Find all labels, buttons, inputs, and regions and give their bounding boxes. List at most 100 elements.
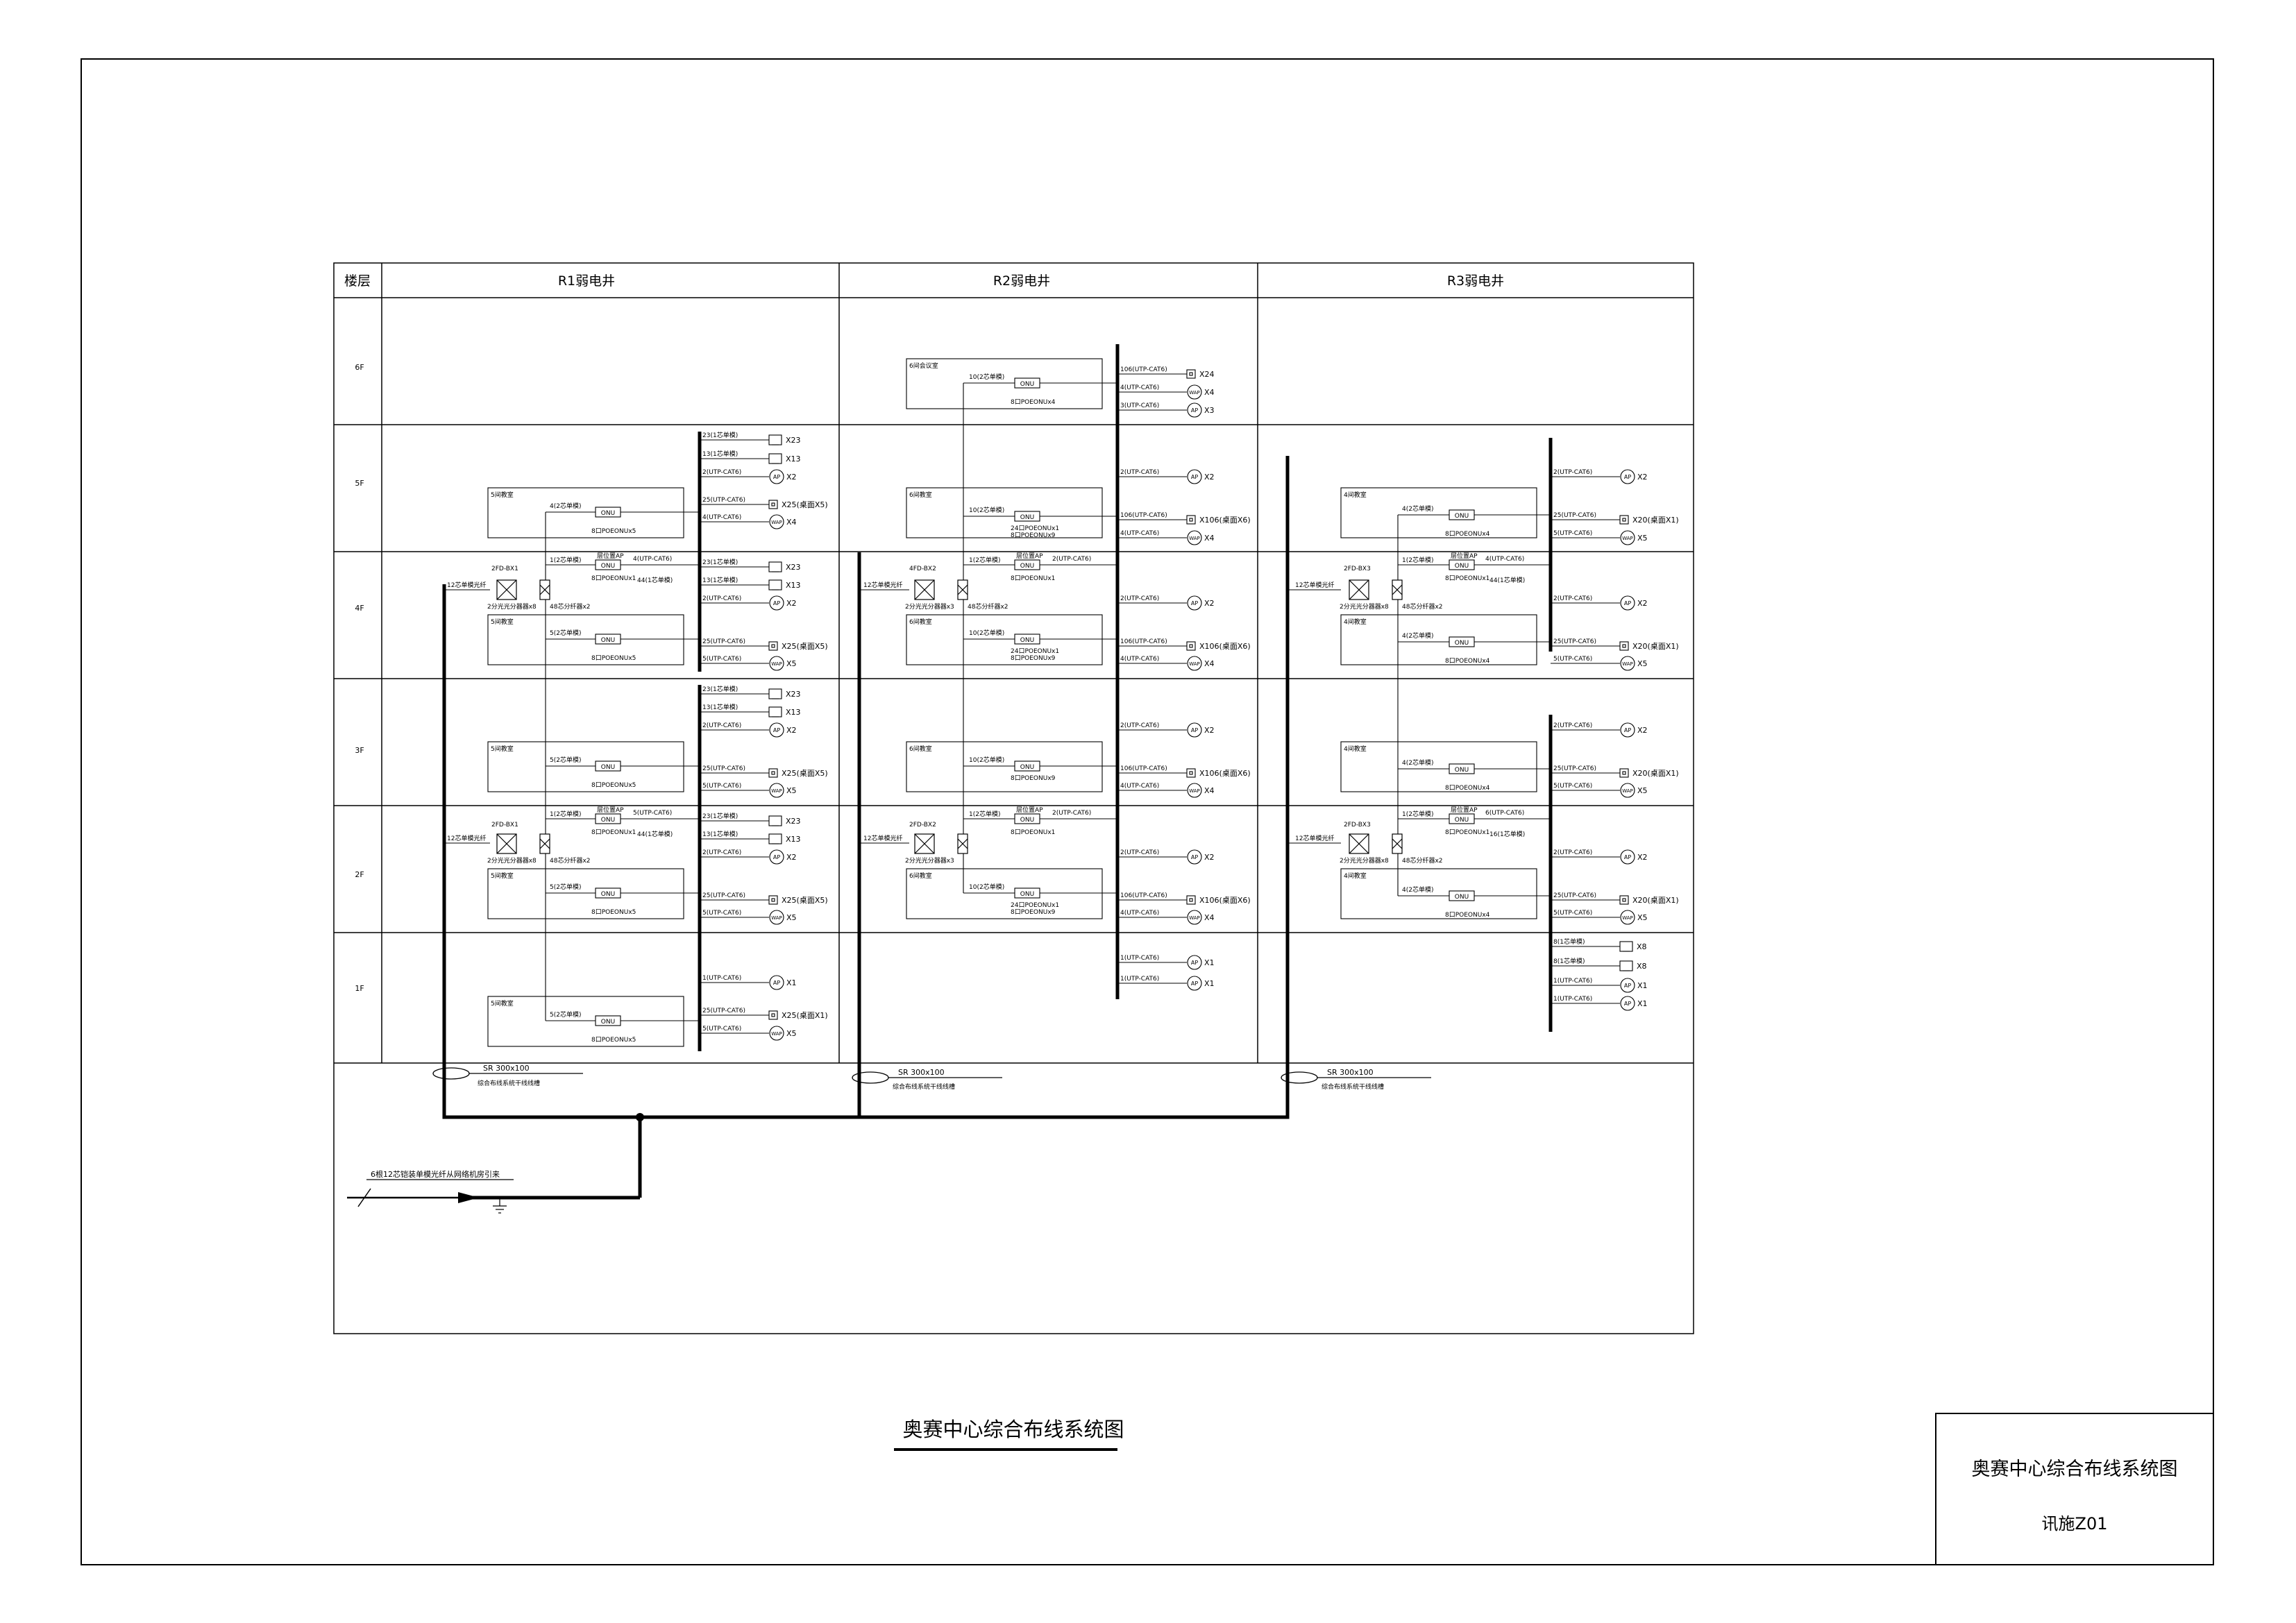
endpoint-qty: X2 (786, 726, 797, 735)
cable-count: 6(UTP-CAT6) (1485, 810, 1524, 817)
ground-icon (493, 1198, 507, 1214)
endpoint-qty: X13 (786, 581, 801, 590)
cable-count: 106(UTP-CAT6) (1120, 366, 1167, 373)
data-outlet-icon (768, 895, 778, 905)
endpoint-qty: X20(桌面X1) (1632, 769, 1679, 778)
onu-label: ONU (601, 510, 615, 517)
endpoint-qty: X2 (1637, 853, 1648, 862)
endpoint-qty: X25(桌面X5) (782, 642, 828, 651)
cable-count: 2(UTP-CAT6) (702, 849, 741, 856)
cable-count: 2(UTP-CAT6) (1553, 722, 1592, 729)
data-outlet-icon (768, 768, 778, 778)
cable-count: 25(UTP-CAT6) (702, 765, 745, 772)
distribution-frame-icon (539, 833, 550, 854)
room-boxes (487, 358, 1537, 1047)
incoming-fiber: 6根12芯铠装单模光纤从网络机房引来 (347, 1169, 514, 1214)
endpoint-qty: X13 (786, 835, 801, 844)
header-r1: R1弱电井 (558, 273, 615, 289)
cable-count: 23(1芯单模) (702, 558, 738, 566)
cable-count: 44(1芯单模) (1489, 576, 1525, 584)
ap-text: AP (1624, 1001, 1631, 1007)
ap-text: AP (1624, 727, 1631, 733)
data-outlet-icon (1619, 768, 1629, 778)
distribution-frame-icon (1392, 833, 1403, 854)
ap-icon (1187, 976, 1202, 991)
room-label: 6间会议室 (909, 362, 938, 370)
cable-count: 5(UTP-CAT6) (1553, 783, 1592, 790)
endpoint-qty: X5 (786, 913, 797, 922)
onu-label: ONU (601, 764, 615, 771)
data-outlet-icon (768, 500, 778, 509)
ap-icon (1187, 595, 1202, 611)
onu-label: ONU (1020, 817, 1034, 824)
ap-icon (769, 469, 784, 484)
ap-icon (769, 722, 784, 738)
onu-capacity: 8口POEONUx5 (591, 1037, 636, 1044)
fiber-count: 5(2芯单模) (550, 629, 581, 637)
onu-label: ONU (1455, 894, 1469, 901)
endpoint-qty: X106(桌面X6) (1199, 642, 1251, 651)
cable-count: 5(UTP-CAT6) (702, 783, 741, 790)
floor-5f: 5F (355, 479, 364, 488)
onu-capacity: 8口POEONUx4 (1011, 399, 1056, 406)
wap-icon (769, 910, 784, 925)
camera-icon (768, 453, 782, 464)
cable-count: 2(UTP-CAT6) (702, 722, 741, 729)
room-label: 4间教室 (1344, 872, 1367, 880)
endpoint-qty: X24 (1199, 370, 1215, 379)
cable-count: 1(UTP-CAT6) (1120, 955, 1159, 962)
cable-count: 2(UTP-CAT6) (702, 469, 741, 476)
tray-r1-name: 综合布线系统干线线槽 (478, 1079, 540, 1087)
wap-text: WAP (1189, 536, 1200, 541)
cable-count: 25(UTP-CAT6) (702, 892, 745, 899)
data-outlet-icon (1619, 641, 1629, 651)
cable-count: 25(UTP-CAT6) (702, 1008, 745, 1014)
onu-note: 层位置AP (597, 552, 624, 560)
endpoint-qty: X1 (1637, 981, 1648, 990)
cable-count: 1(UTP-CAT6) (1120, 976, 1159, 983)
wap-icon (1620, 656, 1635, 671)
fiber-count: 5(2芯单模) (550, 756, 581, 764)
ap-icon (1187, 402, 1202, 418)
cable-count: 23(1芯单模) (702, 812, 738, 820)
cable-count: 8(1芯单模) (1553, 937, 1585, 946)
data-outlet-icon (1619, 895, 1629, 905)
wap-text: WAP (771, 915, 782, 921)
onu-note: 层位置AP (1016, 552, 1043, 560)
header-r3: R3弱电井 (1447, 273, 1504, 289)
ap-text: AP (1624, 983, 1631, 989)
wap-icon (1620, 783, 1635, 798)
endpoint-qty: X4 (786, 518, 797, 527)
splitter-label: 2FD-BX3 (1344, 566, 1371, 572)
fiber-count: 1(2芯单模) (969, 810, 1000, 818)
fiber-count: 1(2芯单模) (1402, 556, 1433, 564)
onu-capacity: 8口POEONUx4 (1445, 912, 1490, 919)
splitter-label: 2FD-BX1 (491, 822, 518, 829)
wap-icon (1187, 384, 1202, 400)
cable-count: 5(UTP-CAT6) (1553, 910, 1592, 917)
room-label: 4间教室 (1344, 618, 1367, 626)
cable-count: 2(UTP-CAT6) (1052, 556, 1091, 563)
cable-count: 1(UTP-CAT6) (1553, 996, 1592, 1003)
endpoint-qty: X2 (786, 473, 797, 482)
wap-text: WAP (1622, 536, 1633, 541)
ap-symbol-text: AP WAP AP WAP AP WAP AP WAP AP WAP WAP A… (771, 390, 1633, 1037)
onu-capacity: 24口POEONUx1 (1011, 902, 1059, 909)
splitter-symbols (496, 579, 1403, 854)
frame-count: 48芯分纤器x2 (1402, 602, 1443, 611)
distribution-frame-icon (539, 579, 550, 600)
title-block: 奥赛中心综合布线系统图 讯施Z01 (1935, 1413, 2214, 1565)
distribution-frame-icon (957, 579, 968, 600)
ap-text: AP (1624, 854, 1631, 860)
endpoint-qty: X23 (786, 690, 801, 699)
ap-icon (1620, 595, 1635, 611)
onu-capacity: 8口POEONUx5 (591, 909, 636, 916)
splitter-label: 2FD-BX3 (1344, 822, 1371, 829)
wap-text: WAP (1622, 915, 1633, 921)
cable-count: 106(UTP-CAT6) (1120, 892, 1167, 899)
endpoint-qty: X2 (1204, 726, 1215, 735)
cable-count: 13(1芯单模) (702, 576, 738, 584)
onu-label: ONU (601, 891, 615, 898)
wap-icon (1187, 783, 1202, 798)
ap-icon (1620, 978, 1635, 993)
